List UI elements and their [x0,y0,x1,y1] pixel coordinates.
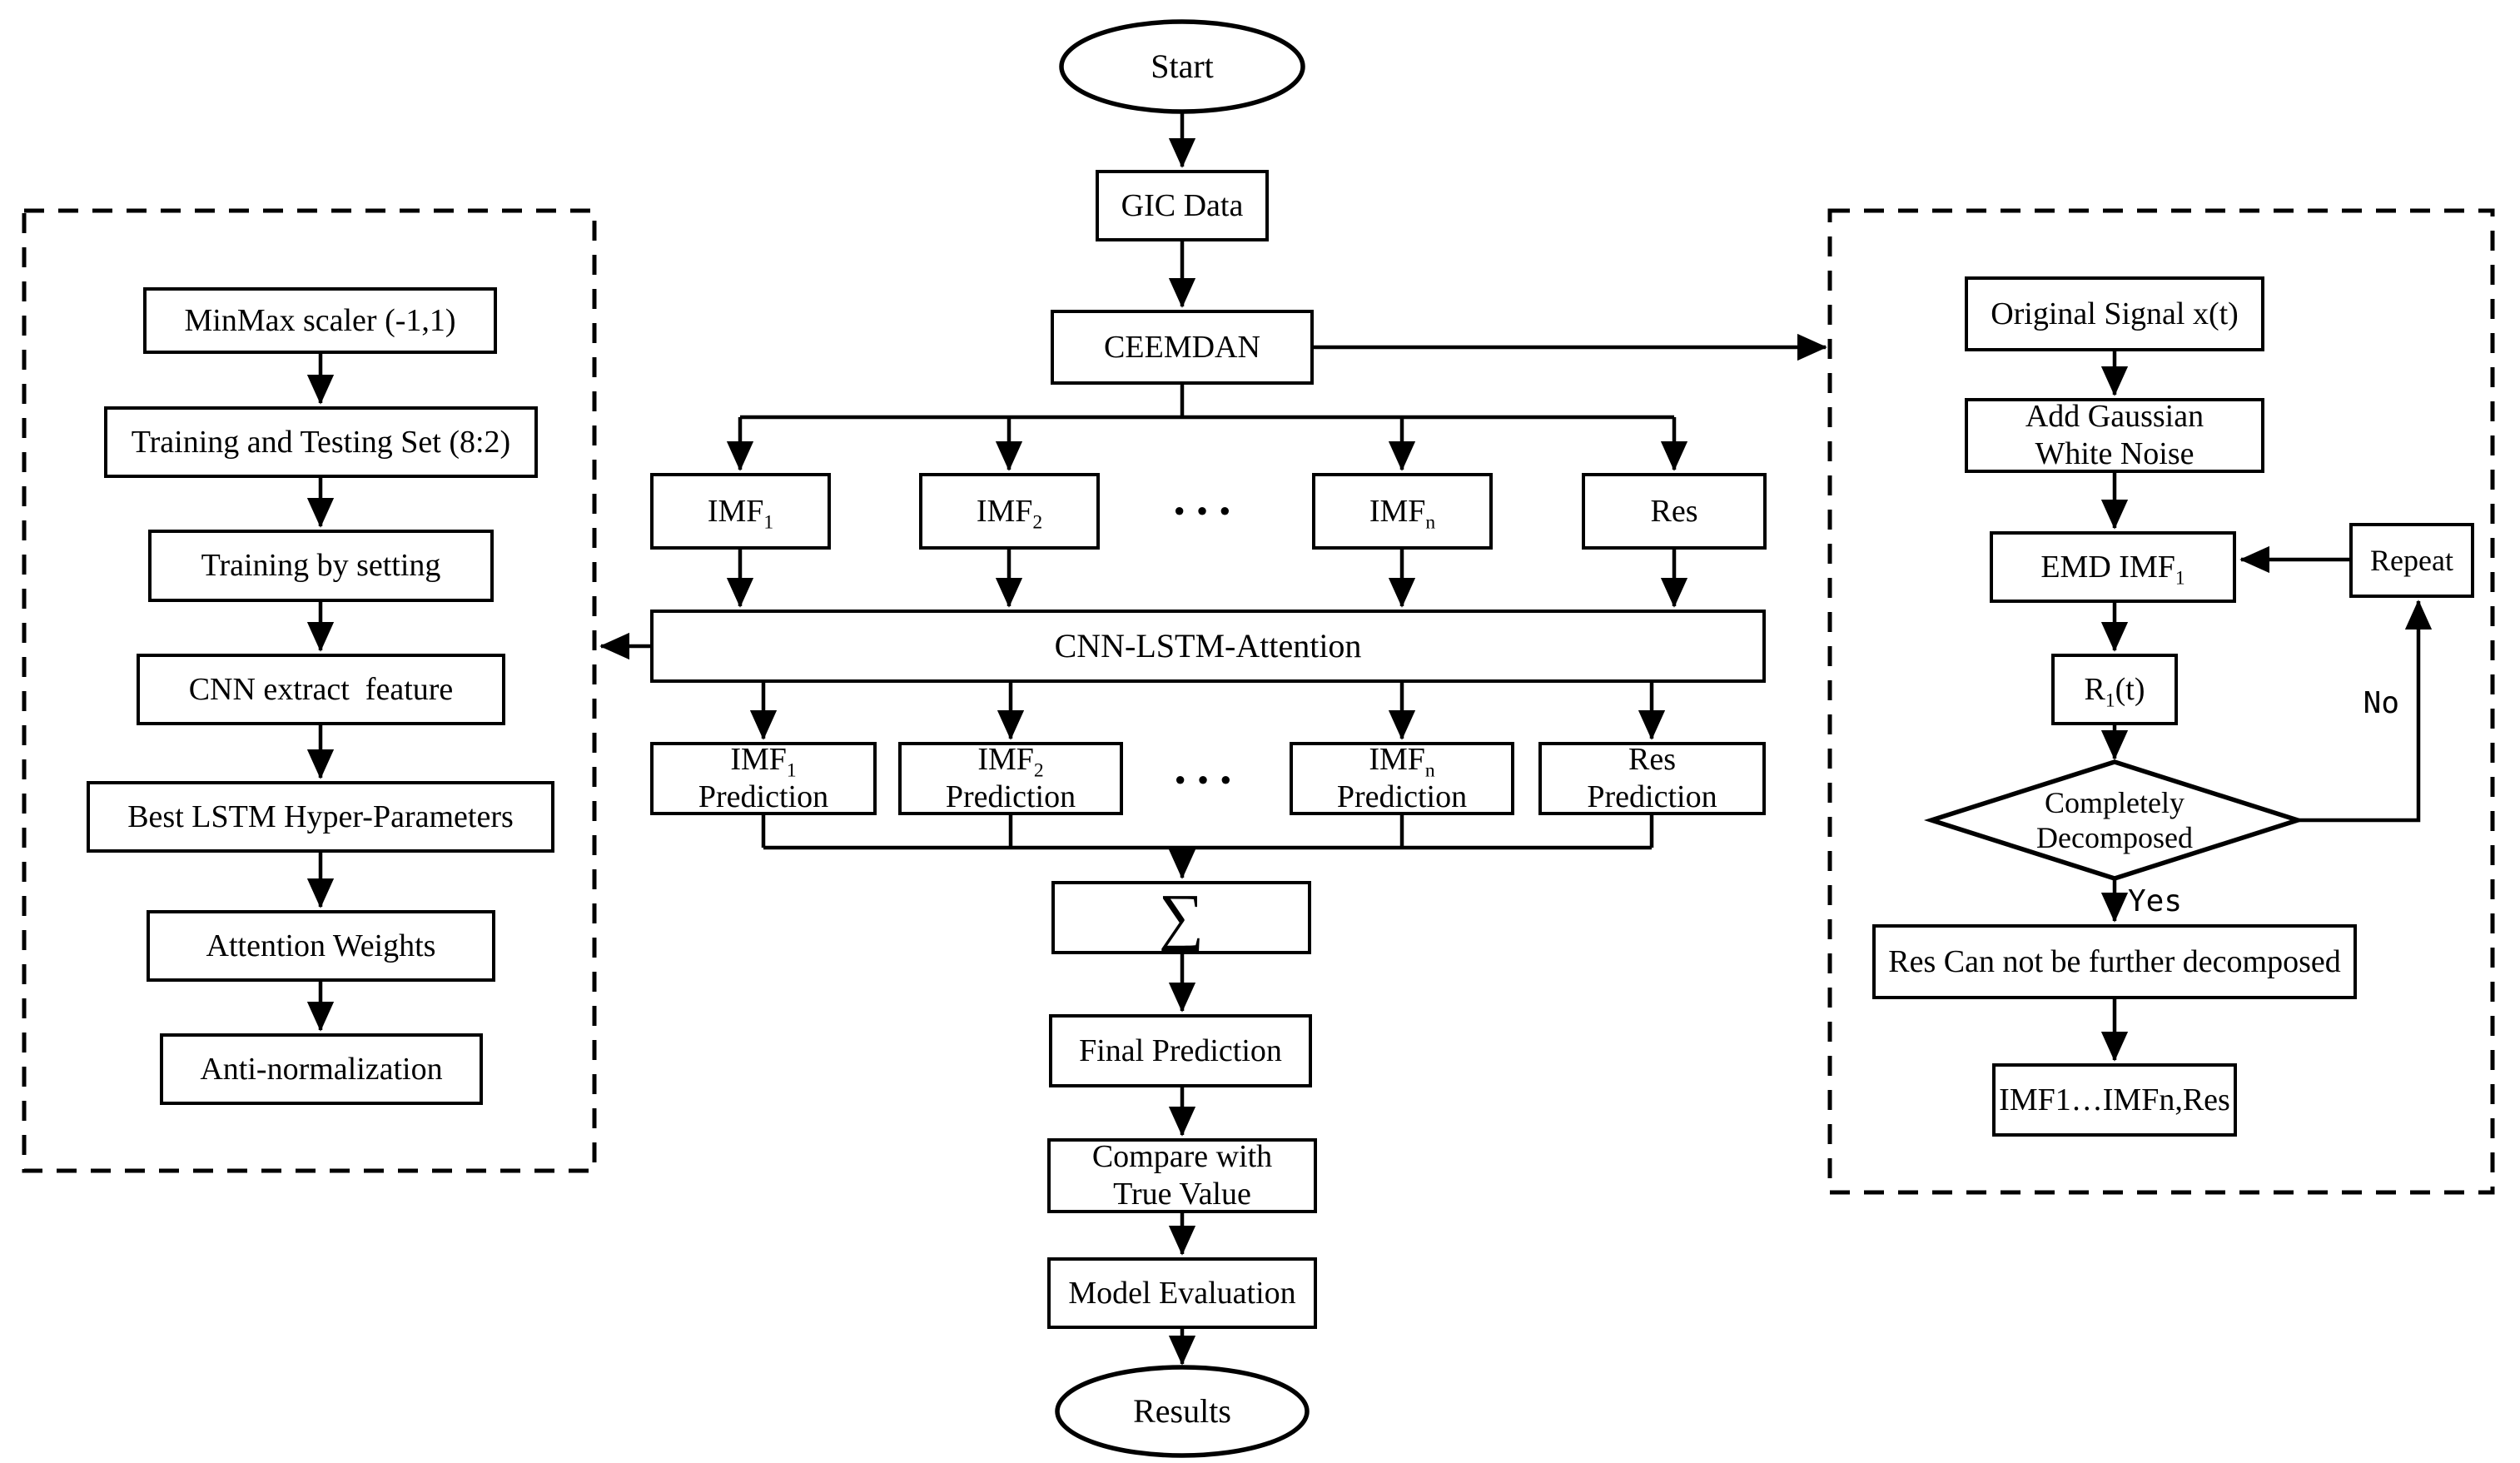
imf1-prediction-box: IMF1 Prediction [650,742,877,815]
cnn-lstm-attention-box: CNN-LSTM-Attention [650,610,1766,683]
prediction-ellipsis-dots: ··· [1171,752,1241,807]
decomposition-arrows [2100,351,2433,1062]
res-prediction-box: Res Prediction [1538,742,1766,815]
minmax-scaler-box: MinMax scaler (-1,1) [143,287,497,354]
completely-decomposed-label: Completely Decomposed [2036,785,2193,854]
ceemdan-box: CEEMDAN [1051,310,1314,385]
res-box: Res [1582,473,1767,550]
anti-normalization-box: Anti-normalization [160,1033,483,1105]
gic-data-box: GIC Data [1096,170,1269,241]
final-prediction-box: Final Prediction [1049,1014,1312,1087]
cnn-extract-feature-box: CNN extract feature [137,654,505,725]
results-terminator-label: Results [1057,1367,1307,1456]
summation-box: ∑ [1051,881,1311,954]
yes-label: Yes [2128,883,2183,918]
imfn-prediction-box: IMFn Prediction [1290,742,1514,815]
imf2-prediction-box: IMF2 Prediction [898,742,1123,815]
results-text: Results [1133,1392,1231,1431]
train-test-split-box: Training and Testing Set (8:2) [104,406,538,478]
res-cannot-decompose-box: Res Can not be further decomposed [1872,924,2357,999]
model-evaluation-box: Model Evaluation [1047,1257,1317,1329]
repeat-box: Repeat [2349,523,2474,598]
start-terminator-label: Start [1061,22,1303,112]
imf-ellipsis-dots: ··· [1171,483,1240,538]
imf2-box: IMF2 [919,473,1100,550]
r1t-box: R1(t) [2051,654,2178,725]
no-loop-arrow [2298,600,2433,823]
add-gaussian-noise-box: Add Gaussian White Noise [1965,398,2264,473]
no-label: No [2363,685,2399,720]
preprocessing-panel-border [22,208,597,1173]
center-arrows [599,112,1827,1366]
imfn-box: IMFn [1312,473,1493,550]
imf1-box: IMF1 [650,473,831,550]
original-signal-box: Original Signal x(t) [1965,276,2264,351]
imf-list-box: IMF1…IMFn,Res [1992,1063,2237,1137]
training-by-setting-box: Training by setting [148,530,494,602]
start-text: Start [1151,47,1214,86]
best-lstm-hyperparameters-box: Best LSTM Hyper-Parameters [87,781,554,853]
attention-weights-box: Attention Weights [147,910,495,982]
compare-true-value-box: Compare with True Value [1047,1138,1317,1213]
emd-imf1-box: EMD IMF1 [1990,531,2236,603]
results-ellipse [1055,1365,1310,1458]
